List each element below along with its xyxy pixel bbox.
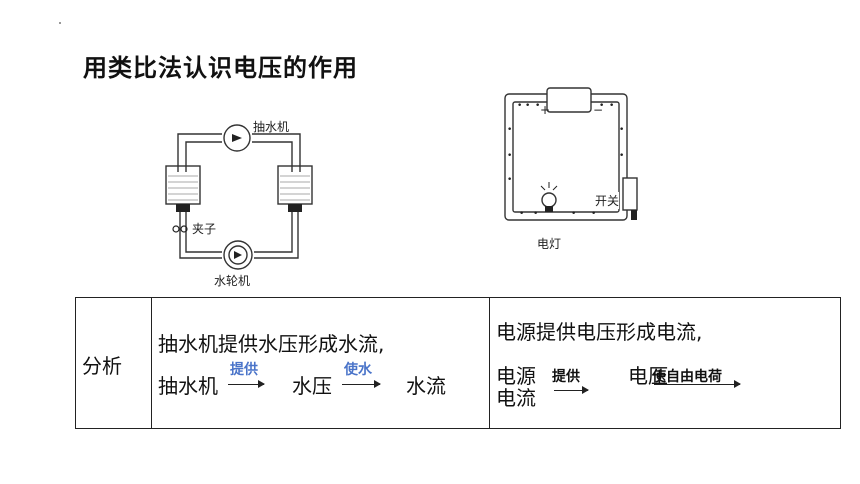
electric-chain-verb-provide: 提供: [552, 369, 580, 385]
svg-text:•: •: [507, 175, 512, 185]
turbine-label: 水轮机: [214, 274, 251, 288]
svg-text:•: •: [535, 101, 540, 111]
decorative-dot: [59, 22, 61, 24]
electric-chain-source: 电源: [496, 364, 536, 388]
svg-text:•: •: [525, 101, 530, 111]
water-chain-arrow-2: [342, 380, 381, 388]
svg-text:•: •: [619, 151, 624, 161]
electric-chain-current: 电流: [496, 386, 536, 410]
electric-circuit-diagram: ••• •• ••• •• •••• + − 开关 电灯: [495, 82, 655, 257]
svg-text:•: •: [619, 125, 624, 135]
water-chain-pump: 抽水机: [158, 374, 218, 398]
water-circuit-drawing: [165, 124, 313, 270]
water-chain-verb-provide: 提供: [230, 362, 258, 378]
svg-text:•: •: [507, 125, 512, 135]
svg-text:•: •: [507, 151, 512, 161]
clip-label: 夹子: [192, 222, 217, 236]
battery-minus-sign: −: [593, 103, 603, 117]
pump-label: 抽水机: [253, 120, 290, 134]
electric-chain-arrow-1: [554, 386, 589, 394]
water-analysis-sentence: 抽水机提供水压形成水流,: [158, 332, 385, 356]
water-chain-verb-cause: 使水: [344, 362, 372, 378]
analysis-table: 分析 抽水机提供水压形成水流, 抽水机 提供 水压 使水 水流 电源提供电压形成…: [75, 297, 841, 429]
svg-text:•: •: [519, 209, 524, 219]
svg-text:•: •: [599, 101, 604, 111]
electric-circuit-drawing: ••• •• ••• •• •••• + −: [504, 87, 638, 221]
water-chain-flow: 水流: [406, 374, 446, 398]
battery-plus-sign: +: [540, 103, 550, 117]
svg-text:•: •: [517, 101, 522, 111]
switch-label: 开关: [595, 192, 620, 209]
svg-text:•: •: [609, 101, 614, 111]
water-analysis-cell: 抽水机提供水压形成水流, 抽水机 提供 水压 使水 水流: [151, 297, 490, 429]
electric-analysis-cell: 电源提供电压形成电流, 电源 提供 电压 使自由电荷 电流: [489, 297, 841, 429]
water-chain-arrow-1: [228, 380, 265, 388]
electric-chain-arrow-2: [654, 380, 741, 388]
analysis-header-cell: 分析: [75, 297, 152, 429]
svg-text:•: •: [591, 209, 596, 219]
electric-analysis-sentence: 电源提供电压形成电流,: [496, 320, 703, 344]
lamp-label: 电灯: [537, 237, 562, 251]
svg-text:•: •: [571, 209, 576, 219]
water-circuit-diagram: 抽水机 夹子 水轮机: [150, 110, 330, 290]
svg-text:•: •: [533, 209, 538, 219]
electric-chain-verb-cause: 使自由电荷: [652, 369, 722, 385]
water-chain-pressure: 水压: [292, 374, 332, 398]
page-title: 用类比法认识电压的作用: [83, 54, 358, 82]
analysis-header-label: 分析: [82, 354, 122, 378]
